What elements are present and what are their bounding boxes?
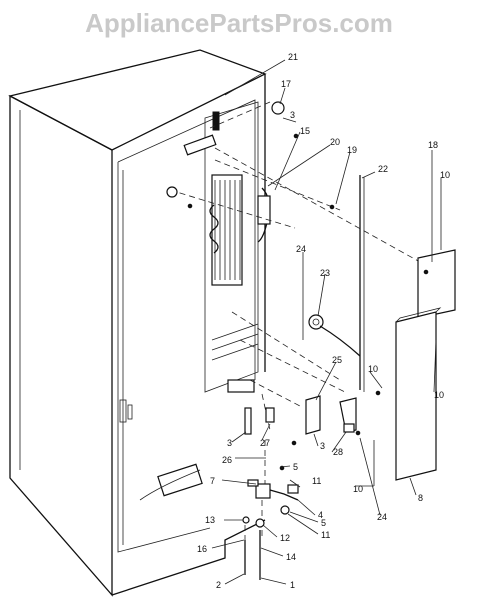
cabinet	[8, 49, 267, 597]
callout-3: 3	[320, 441, 325, 451]
callout-14: 14	[286, 552, 296, 562]
callout-3: 3	[290, 110, 295, 120]
callout-2: 2	[216, 580, 221, 590]
right-side-parts	[166, 101, 456, 481]
leader-lines	[169, 101, 431, 545]
callout-10: 10	[440, 170, 450, 180]
evaporator-assembly	[139, 101, 271, 501]
callout-10: 10	[368, 364, 378, 374]
callout-5: 5	[293, 462, 298, 472]
water-valve-assembly	[242, 479, 299, 580]
callout-20: 20	[330, 137, 340, 147]
watermark: AppliancePartsPros.com	[85, 8, 393, 38]
callout-24: 24	[377, 512, 387, 522]
callout-17: 17	[281, 79, 291, 89]
callout-16: 16	[197, 544, 207, 554]
callout-11: 11	[312, 476, 321, 486]
callout-7: 7	[210, 476, 215, 486]
callout-25: 25	[332, 355, 342, 365]
callout-28: 28	[333, 447, 343, 457]
callout-8: 8	[418, 493, 423, 503]
callout-27: 27	[260, 438, 270, 448]
callout-11: 11	[321, 530, 330, 540]
callout-23: 23	[320, 268, 330, 278]
callout-12: 12	[280, 533, 290, 543]
callout-3: 3	[227, 438, 232, 448]
callout-21: 21	[288, 52, 298, 62]
callout-24: 24	[296, 244, 306, 254]
callout-4: 4	[318, 510, 323, 520]
callout-10: 10	[434, 390, 444, 400]
callout-15: 15	[300, 126, 310, 136]
callout-26: 26	[222, 455, 232, 465]
callout-10: 10	[353, 484, 363, 494]
callout-18: 18	[428, 140, 438, 150]
callout-leaders	[211, 59, 442, 585]
callout-19: 19	[347, 145, 357, 155]
callout-22: 22	[378, 164, 388, 174]
callout-5: 5	[321, 518, 326, 528]
callout-labels: 21 17 3 15 20 19 22 18 10 24 23 10 10 25…	[197, 52, 450, 590]
callout-13: 13	[205, 515, 215, 525]
callout-1: 1	[290, 580, 295, 590]
